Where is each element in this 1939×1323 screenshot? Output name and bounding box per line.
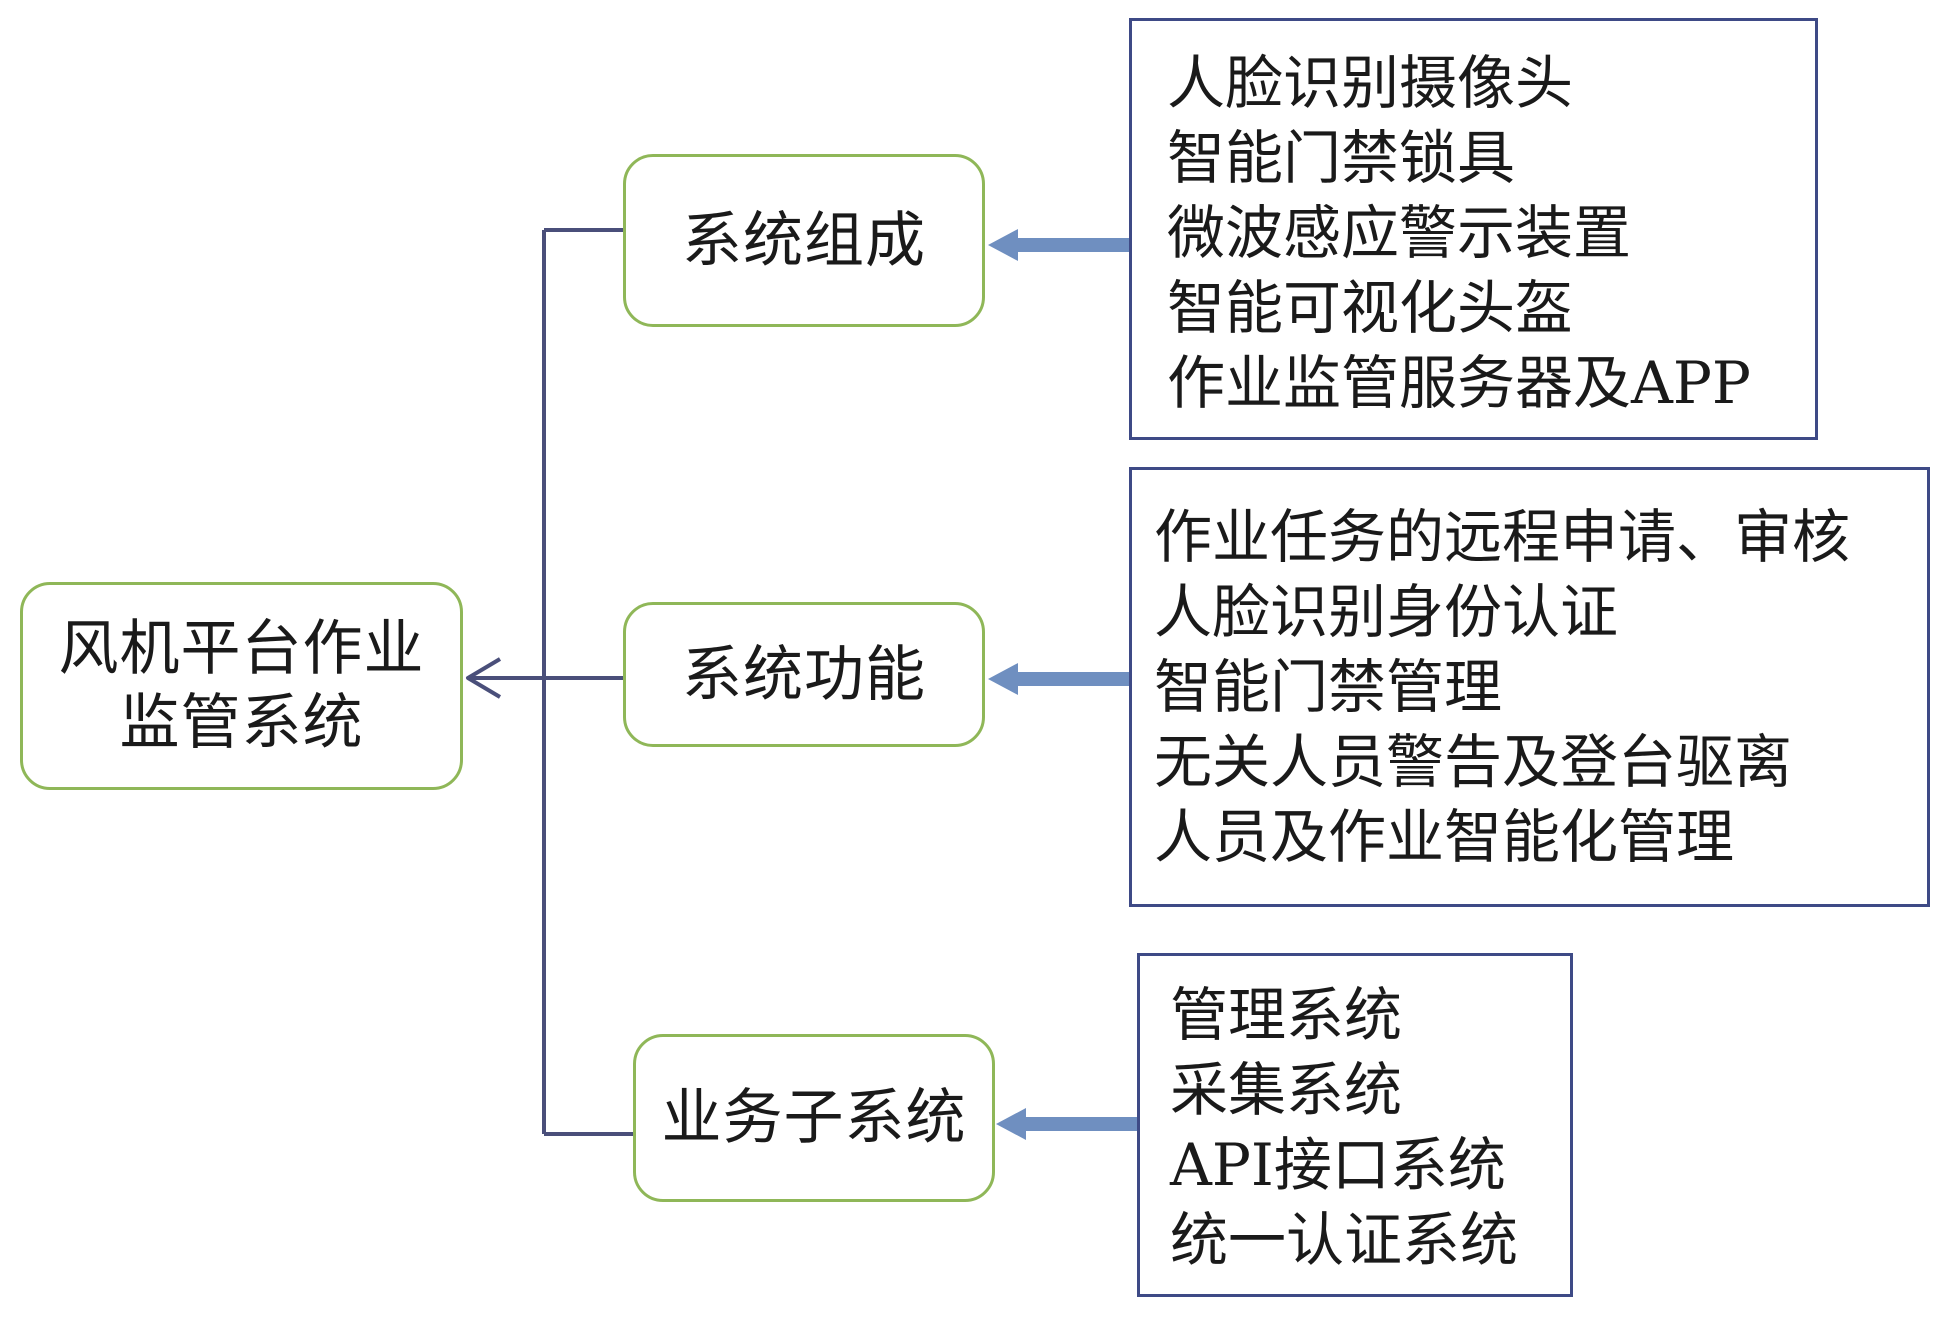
detail-item: 人脸识别身份认证 (1154, 578, 1619, 646)
detail-item: 智能可视化头盔 (1167, 274, 1574, 342)
detail-item: 人脸识别摄像头 (1167, 49, 1574, 117)
root-arrowhead (466, 657, 502, 699)
detail-item: 作业监管服务器及APP (1167, 349, 1751, 417)
root-node: 风机平台作业 监管系统 (20, 582, 463, 790)
detail-box-functions: 作业任务的远程申请、审核 人脸识别身份认证 智能门禁管理 无关人员警告及登台驱离… (1129, 467, 1930, 907)
root-title-line-2: 监管系统 (119, 688, 364, 758)
detail-arrow-1 (988, 229, 1129, 261)
detail-arrow-2 (988, 663, 1129, 695)
branch-node-functions: 系统功能 (623, 602, 985, 747)
detail-item: 无关人员警告及登台驱离 (1154, 728, 1793, 796)
detail-arrow-3 (996, 1108, 1137, 1140)
detail-item: 智能门禁锁具 (1167, 124, 1516, 192)
detail-item: 作业任务的远程申请、审核 (1154, 503, 1851, 571)
detail-item: API接口系统 (1170, 1131, 1506, 1199)
detail-item: 管理系统 (1170, 981, 1403, 1049)
detail-item: 统一认证系统 (1170, 1206, 1519, 1274)
detail-item: 智能门禁管理 (1154, 653, 1503, 721)
branch-node-composition: 系统组成 (623, 154, 985, 327)
root-title-line-1: 风机平台作业 (58, 614, 425, 684)
detail-item: 采集系统 (1170, 1056, 1403, 1124)
detail-box-composition: 人脸识别摄像头 智能门禁锁具 微波感应警示装置 智能可视化头盔 作业监管服务器及… (1129, 18, 1818, 440)
detail-item: 人员及作业智能化管理 (1154, 803, 1735, 871)
branch-node-subsystems: 业务子系统 (633, 1034, 995, 1202)
detail-item: 微波感应警示装置 (1167, 199, 1632, 267)
detail-box-subsystems: 管理系统 采集系统 API接口系统 统一认证系统 (1137, 953, 1573, 1297)
